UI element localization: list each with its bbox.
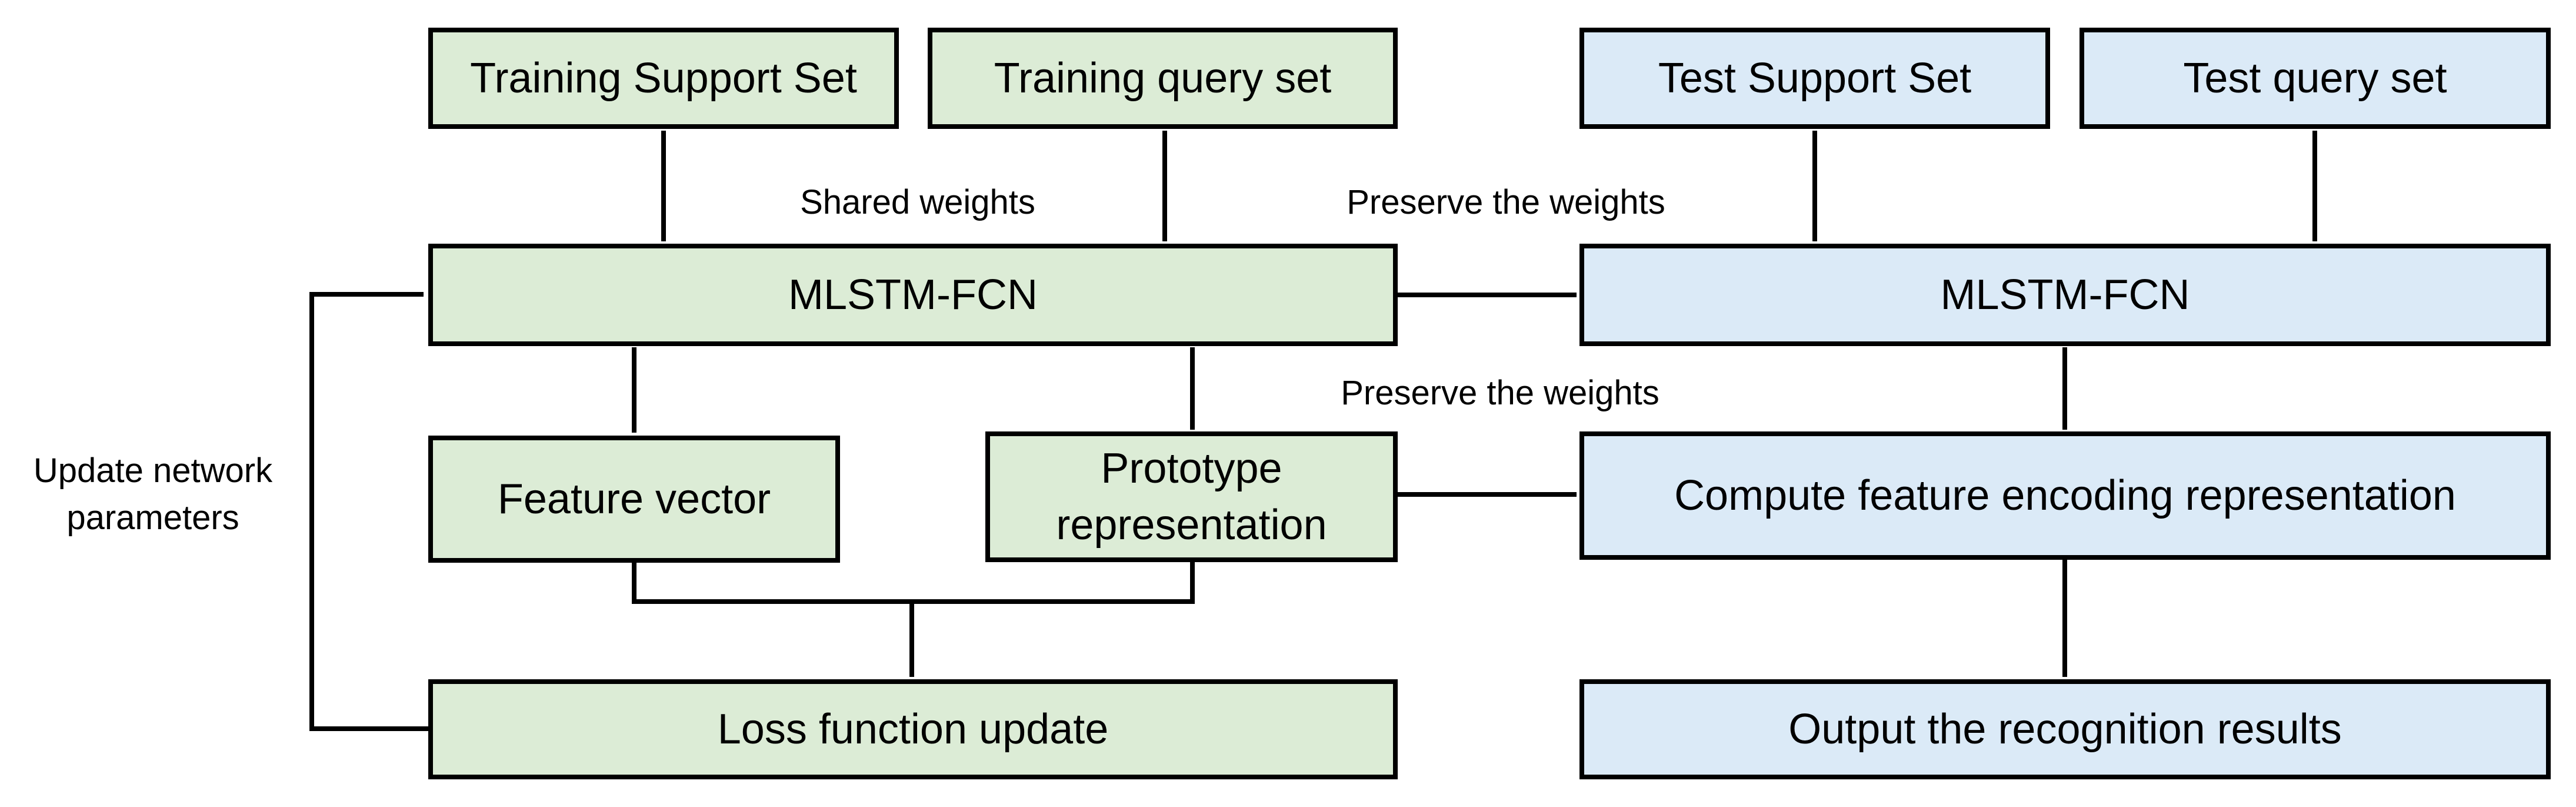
merge-connector	[632, 562, 1195, 604]
training-mlstm-fcn-box: MLSTM-FCN	[428, 244, 1398, 346]
test-query-set-label: Test query set	[2183, 55, 2447, 102]
test-support-set-box: Test Support Set	[1579, 28, 2050, 129]
update-label-line1: Update network	[33, 451, 273, 490]
training-support-set-label: Training Support Set	[470, 55, 857, 102]
update-network-parameters-label: Update network parameters	[0, 447, 306, 542]
test-support-set-label: Test Support Set	[1658, 55, 1972, 102]
prototype-representation-box: Prototype representation	[985, 431, 1398, 562]
test-mlstm-fcn-label: MLSTM-FCN	[1940, 271, 2190, 318]
training-mlstm-fcn-label: MLSTM-FCN	[788, 271, 1038, 318]
shared-weights-label: Shared weights	[800, 183, 1035, 221]
feedback-loop-arrow	[309, 292, 428, 731]
training-query-set-box: Training query set	[928, 28, 1398, 129]
preserve-weights-bottom-label: Preserve the weights	[1341, 374, 1659, 412]
feature-encoding-label: Compute feature encoding representation	[1674, 472, 2456, 519]
feature-vector-box: Feature vector	[428, 436, 840, 563]
training-query-set-label: Training query set	[994, 55, 1332, 102]
feature-encoding-box: Compute feature encoding representation	[1579, 431, 2551, 560]
training-support-set-box: Training Support Set	[428, 28, 899, 129]
output-results-box: Output the recognition results	[1579, 679, 2551, 779]
prototype-label-line1: Prototype	[1101, 445, 1282, 492]
test-mlstm-fcn-box: MLSTM-FCN	[1579, 244, 2551, 346]
loss-function-update-label: Loss function update	[717, 706, 1109, 753]
update-label-line2: parameters	[66, 499, 239, 537]
feature-vector-label: Feature vector	[497, 476, 771, 523]
loss-function-update-box: Loss function update	[428, 679, 1398, 779]
test-query-set-box: Test query set	[2080, 28, 2551, 129]
preserve-weights-top-label: Preserve the weights	[1347, 183, 1665, 221]
prototype-label-line2: representation	[1056, 502, 1327, 549]
output-results-label: Output the recognition results	[1788, 706, 2342, 753]
